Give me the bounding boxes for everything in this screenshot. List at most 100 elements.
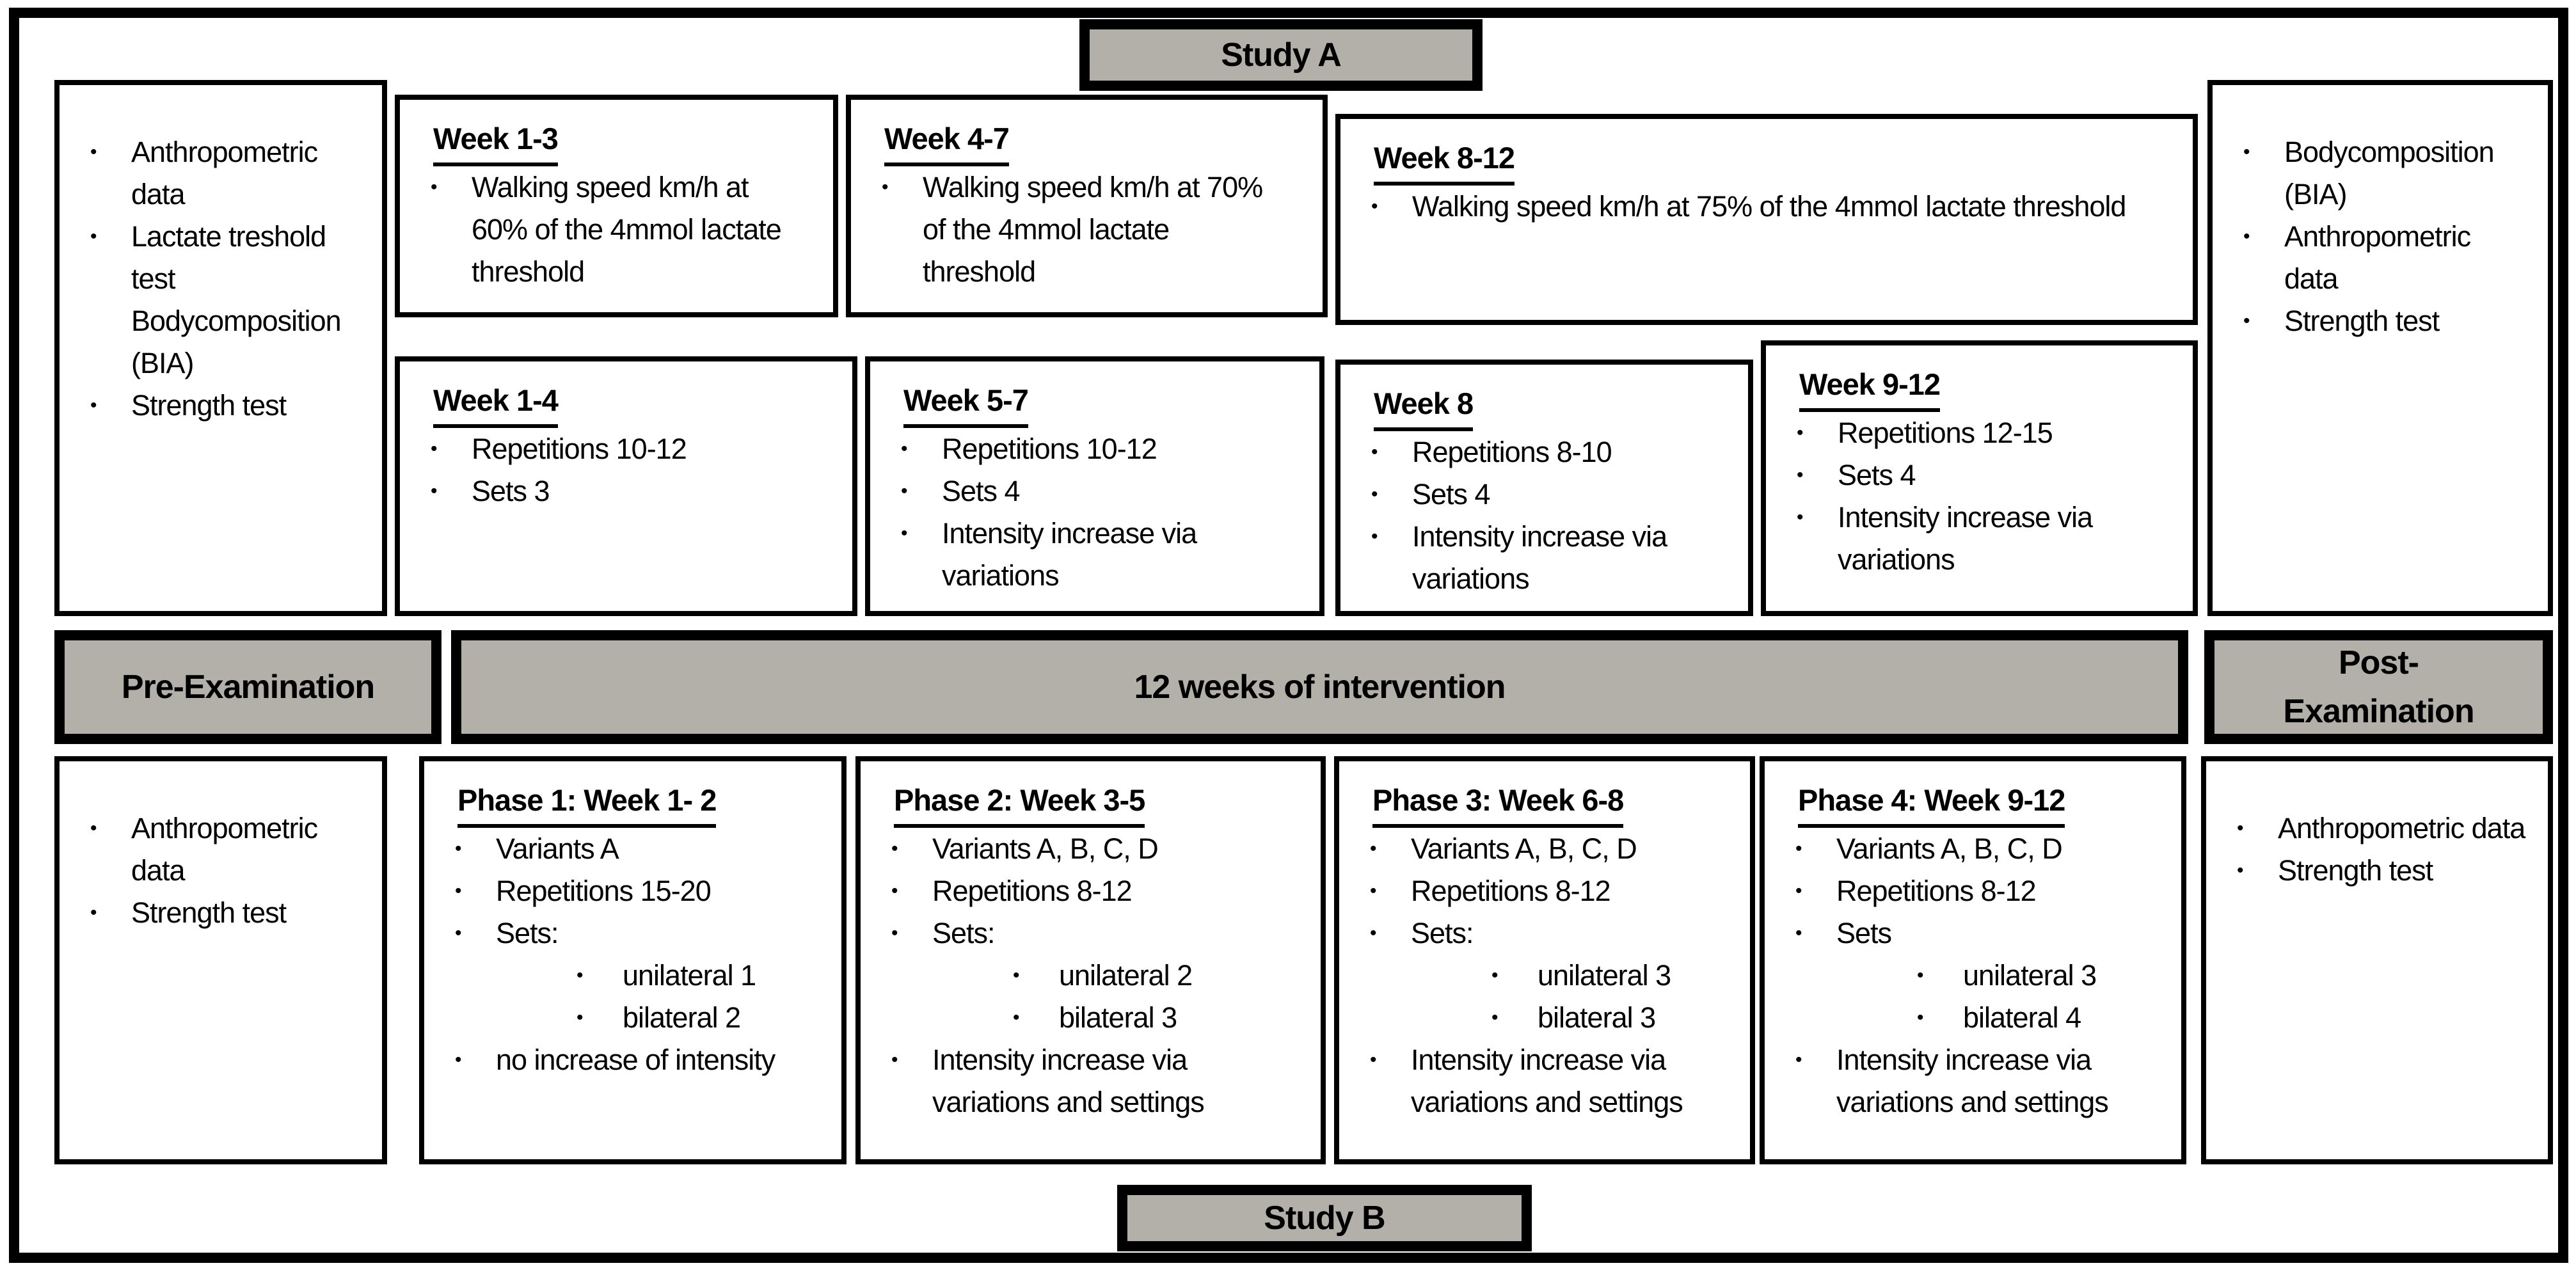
bullet-dot-icon: • [901, 438, 908, 459]
bullet-dot-icon: • [1917, 1007, 1924, 1028]
bullet-text: Sets: [496, 917, 559, 949]
bullet-item: •Variants A, B, C, D [1365, 828, 1732, 870]
phase-2-title: Phase 2: Week 3-5 [894, 778, 1145, 828]
bullet-item: • Strength test [2232, 850, 2530, 892]
week-1-4-title: Week 1-4 [433, 378, 559, 428]
bullet-item: •Repetitions 8-12 [1365, 870, 1732, 912]
bullet-text: Repetitions 8-10 [1412, 436, 1612, 468]
bullet-text: Sets: [932, 917, 996, 949]
bullet-text: no increase of intensity [496, 1043, 775, 1076]
bullet-item: • Strength test [2238, 300, 2530, 342]
phase-3-box: Phase 3: Week 6-8 •Variants A, B, C, D•R… [1334, 756, 1755, 1164]
box-title: Phase 3: Week 6-8 [1365, 778, 1732, 828]
bullet-text: Variants A, B, C, D [1836, 832, 2063, 865]
bullet-dot-icon: • [90, 818, 97, 839]
week-4-7-box: Week 4-7 •Walking speed km/h at 70% of t… [846, 95, 1328, 317]
phase-4-title: Phase 4: Week 9-12 [1798, 778, 2065, 828]
week-9-12-title: Week 9-12 [1799, 362, 1941, 412]
week-8-box: Week 8 •Repetitions 8-10•Sets 4•Intensit… [1335, 360, 1753, 616]
bullet-dot-icon: • [891, 880, 898, 901]
bullet-text: Repetitions 8-12 [1836, 875, 2037, 907]
bullet-item: •Sets [1790, 912, 2163, 955]
bullet-item: • Sets: [886, 912, 1303, 955]
bullet-text: unilateral 2 [1059, 959, 1193, 992]
bullet-item: •Repetitions 10-12 [425, 428, 834, 470]
week-1-3-list: •Walking speed km/h at 60% of the 4mmol … [425, 166, 815, 293]
bullet-item: •Bodycomposition (BIA) [2238, 131, 2530, 216]
pre-examination-label: Pre-Examination [121, 669, 375, 706]
week-9-12-list: •Repetitions 12-15•Sets 4•Intensity incr… [1792, 412, 2175, 581]
bullet-item: •Anthropometric data [2232, 807, 2530, 850]
phase-3-list: •Variants A, B, C, D•Repetitions 8-12•Se… [1365, 828, 1732, 1123]
pre-examination-banner: Pre-Examination [54, 630, 441, 744]
bullet-dot-icon: • [891, 923, 898, 944]
bullet-item: •no increase of intensity [450, 1039, 823, 1081]
bullet-text: unilateral 3 [1963, 959, 2097, 992]
bullet-dot-icon: • [90, 902, 97, 923]
intervention-label: 12 weeks of intervention [1134, 669, 1506, 706]
week-1-4-list: •Repetitions 10-12•Sets 3 [425, 428, 834, 512]
box-title: Phase 4: Week 9-12 [1790, 778, 2163, 828]
intervention-banner: 12 weeks of intervention [451, 630, 2188, 744]
phase-4-box: Phase 4: Week 9-12 • Variants A, B, C, D •… [1760, 756, 2186, 1164]
bullet-text: Anthropometric data [131, 136, 318, 210]
bullet-text: Intensity increase via variations and se… [1411, 1043, 1683, 1118]
bullet-text: Sets 4 [1412, 478, 1491, 511]
bullet-dot-icon: • [2237, 860, 2244, 881]
bullet-item: •Walking speed km/h at 70% of the 4mmol … [877, 166, 1305, 293]
bullet-text: Repetitions 10-12 [942, 432, 1157, 465]
bullet-item: •Intensity increase via variations [1366, 516, 1730, 600]
phase-2-box: Phase 2: Week 3-5 •Variants A, B, C, D•R… [855, 756, 1326, 1164]
bullet-text: Walking speed km/h at 75% of the 4mmol l… [1412, 190, 2126, 223]
phase-1-list: •Variants A•Repetitions 15-20•Sets:•unil… [450, 828, 823, 1081]
bullet-item: • Intensity increase via variations and s… [1365, 1039, 1732, 1123]
bullet-dot-icon: • [1370, 1049, 1377, 1070]
study-a-banner: Study A [1079, 19, 1483, 91]
bullet-item: •Intensity increase via variations [1792, 496, 2175, 581]
bullet-item: •Anthropometric data [2238, 216, 2530, 300]
bullet-dot-icon: • [455, 838, 462, 859]
bullet-dot-icon: • [891, 838, 898, 859]
bullet-item: •bilateral 3 [1486, 997, 1732, 1039]
week-1-3-title: Week 1-3 [433, 116, 559, 166]
bullet-text: Strength test [2278, 854, 2433, 887]
bullet-item: •bilateral 4 [1912, 997, 2163, 1039]
phase-4-list: •Variants A, B, C, D•Repetitions 8-12•Se… [1790, 828, 2163, 1123]
bullet-item: •Repetitions 8-12 [1790, 870, 2163, 912]
bullet-text: Intensity increase via variations [1412, 520, 1667, 595]
bullet-item: • Anthropometric data [85, 807, 364, 892]
box-title: Phase 2: Week 3-5 [886, 778, 1303, 828]
post-tests-bottom-box: •Anthropometric data • Strength test [2201, 756, 2553, 1164]
week-8-12-title: Week 8-12 [1374, 136, 1515, 186]
bullet-dot-icon: • [1797, 507, 1804, 528]
bullet-dot-icon: • [1917, 965, 1924, 986]
week-4-7-title: Week 4-7 [884, 116, 1010, 166]
bullet-text: Repetitions 15-20 [496, 875, 712, 907]
phase-1-box: Phase 1: Week 1- 2 •Variants A•Repetitio… [419, 756, 847, 1164]
study-a-label: Study A [1221, 36, 1342, 74]
bullet-dot-icon: • [2243, 310, 2250, 331]
bullet-text: Anthropometric data [131, 812, 318, 887]
bullet-item: •Lactate treshold test Bodycomposition (… [85, 216, 364, 384]
week-8-12-box: Week 8-12 •Walking speed km/h at 75% of … [1335, 114, 2198, 325]
bullet-dot-icon: • [90, 141, 97, 162]
bullet-dot-icon: • [891, 1049, 898, 1070]
box-title: Week 1-3 [425, 116, 815, 166]
bullet-dot-icon: • [1013, 965, 1020, 986]
week-8-title: Week 8 [1374, 381, 1474, 431]
bullet-text: bilateral 3 [1059, 1001, 1177, 1034]
bullet-text: Strength test [2284, 305, 2440, 337]
bullet-item: •Repetitions 8-10 [1366, 431, 1730, 473]
bullet-item: •Sets 3 [425, 470, 834, 512]
bullet-text: Sets 3 [472, 475, 550, 507]
bullet-text: Intensity increase via variations and se… [932, 1043, 1205, 1118]
bullet-item: •bilateral 2 [571, 997, 823, 1039]
bullet-dot-icon: • [576, 1007, 584, 1028]
study-b-banner: Study B [1117, 1185, 1532, 1251]
week-9-12-box: Week 9-12 •Repetitions 12-15•Sets 4•Inte… [1761, 340, 2198, 616]
bullet-item: •Intensity increase via variations and s… [1790, 1039, 2163, 1123]
bullet-text: bilateral 3 [1538, 1001, 1656, 1034]
bullet-dot-icon: • [901, 523, 908, 544]
bullet-dot-icon: • [882, 177, 889, 198]
bullet-dot-icon: • [455, 923, 462, 944]
